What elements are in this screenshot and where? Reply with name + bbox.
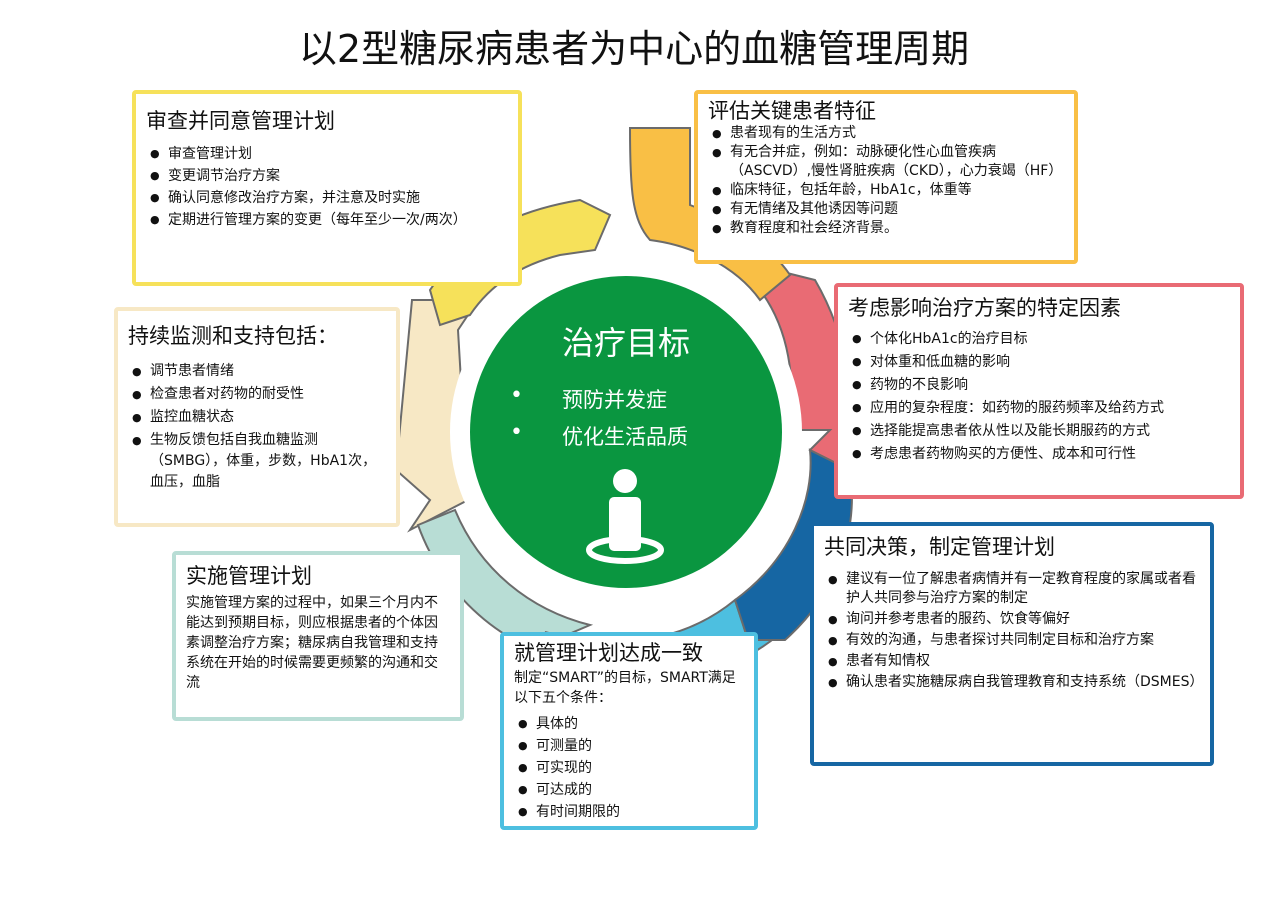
- list-item: 患者有知情权: [824, 652, 1200, 671]
- box-title: 共同决策，制定管理计划: [824, 535, 1055, 559]
- list-item: 可实现的: [514, 758, 744, 778]
- list-item: 调节患者情绪: [128, 361, 386, 382]
- list-item: 变更调节治疗方案: [146, 166, 508, 186]
- box-agree-plan: 就管理计划达成一致 制定“SMART”的目标，SMART满足以下五个条件： 具体…: [500, 632, 758, 830]
- person-target-icon: [586, 469, 664, 564]
- bullet-list: 调节患者情绪 检查患者对药物的耐受性 监控血糖状态 生物反馈包括自我血糖监测（S…: [128, 361, 386, 493]
- list-item: 教育程度和社会经济背景。: [708, 219, 1064, 238]
- box-implement-plan: 实施管理计划 实施管理方案的过程中，如果三个月内不能达到预期目标，则应根据患者的…: [172, 551, 464, 721]
- box-title: 实施管理计划: [186, 564, 312, 588]
- list-item: 检查患者对药物的耐受性: [128, 384, 386, 405]
- list-item: 有无情绪及其他诱因等问题: [708, 200, 1064, 219]
- box-specific-factors: 考虑影响治疗方案的特定因素 个体化HbA1c的治疗目标 对体重和低血糖的影响 药…: [834, 283, 1244, 499]
- bullet-list: 审查管理计划 变更调节治疗方案 确认同意修改治疗方案，并注意及时实施 定期进行管…: [146, 144, 508, 230]
- list-item: 生物反馈包括自我血糖监测（SMBG），体重，步数，HbA1次，血压，血脂: [128, 430, 386, 493]
- list-item: 选择能提高患者依从性以及能长期服药的方式: [848, 421, 1230, 441]
- list-item: 患者现有的生活方式: [708, 124, 1064, 143]
- box-title: 审查并同意管理计划: [146, 109, 335, 133]
- bullet-list: 建议有一位了解患者病情并有一定教育程度的家属或者看护人共同参与治疗方案的制定 询…: [824, 570, 1203, 692]
- page-title: 以2型糖尿病患者为中心的血糖管理周期: [298, 27, 970, 71]
- goal-item: 优化生活品质: [510, 420, 688, 458]
- list-item: 具体的: [514, 714, 744, 734]
- list-item: 有效的沟通，与患者探讨共同制定目标和治疗方案: [824, 631, 1200, 650]
- bullet-list: 具体的 可测量的 可实现的 可达成的 有时间期限的: [514, 714, 744, 822]
- box-monitor-support: 持续监测和支持包括： 调节患者情绪 检查患者对药物的耐受性 监控血糖状态 生物反…: [114, 307, 400, 527]
- list-item: 建议有一位了解患者病情并有一定教育程度的家属或者看护人共同参与治疗方案的制定: [824, 570, 1200, 608]
- list-item: 可测量的: [514, 736, 744, 756]
- list-item: 定期进行管理方案的变更（每年至少一次/两次）: [146, 210, 508, 230]
- box-assess-patient: 评估关键患者特征 患者现有的生活方式 有无合并症，例如：动脉硬化性心血管疾病（A…: [694, 90, 1078, 264]
- box-title: 考虑影响治疗方案的特定因素: [848, 296, 1121, 320]
- bullet-list: 患者现有的生活方式 有无合并症，例如：动脉硬化性心血管疾病（ASCVD）,慢性肾…: [708, 124, 1064, 238]
- list-item: 个体化HbA1c的治疗目标: [848, 329, 1230, 349]
- box-title: 持续监测和支持包括：: [128, 324, 338, 348]
- box-title: 就管理计划达成一致: [514, 641, 703, 665]
- list-item: 有无合并症，例如：动脉硬化性心血管疾病（ASCVD）,慢性肾脏疾病（CKD），心…: [708, 143, 1064, 181]
- goal-item: 预防并发症: [510, 383, 688, 421]
- list-item: 考虑患者药物购买的方便性、成本和可行性: [848, 444, 1230, 464]
- list-item: 有时间期限的: [514, 802, 744, 822]
- list-item: 临床特征，包括年龄，HbA1c，体重等: [708, 181, 1064, 200]
- list-item: 审查管理计划: [146, 144, 508, 164]
- box-title: 评估关键患者特征: [708, 99, 876, 123]
- list-item: 确认患者实施糖尿病自我管理教育和支持系统（DSMES）: [824, 673, 1203, 692]
- box-review-plan: 审查并同意管理计划 审查管理计划 变更调节治疗方案 确认同意修改治疗方案，并注意…: [132, 90, 522, 286]
- list-item: 监控血糖状态: [128, 407, 386, 428]
- list-item: 应用的复杂程度：如药物的服药频率及给药方式: [848, 398, 1230, 418]
- bullet-list: 个体化HbA1c的治疗目标 对体重和低血糖的影响 药物的不良影响 应用的复杂程度…: [848, 329, 1230, 464]
- goal-list: 预防并发症 优化生活品质: [510, 383, 688, 458]
- list-item: 确认同意修改治疗方案，并注意及时实施: [146, 188, 508, 208]
- box-shared-decision: 共同决策，制定管理计划 建议有一位了解患者病情并有一定教育程度的家属或者看护人共…: [810, 522, 1214, 766]
- list-item: 可达成的: [514, 780, 744, 800]
- box-intro: 制定“SMART”的目标，SMART满足以下五个条件：: [514, 670, 736, 706]
- box-text: 实施管理方案的过程中，如果三个月内不能达到预期目标，则应根据患者的个体因素调整治…: [186, 595, 438, 691]
- list-item: 药物的不良影响: [848, 375, 1230, 395]
- center-title: 治疗目标: [561, 324, 690, 362]
- list-item: 对体重和低血糖的影响: [848, 352, 1230, 372]
- list-item: 询问并参考患者的服药、饮食等偏好: [824, 610, 1200, 629]
